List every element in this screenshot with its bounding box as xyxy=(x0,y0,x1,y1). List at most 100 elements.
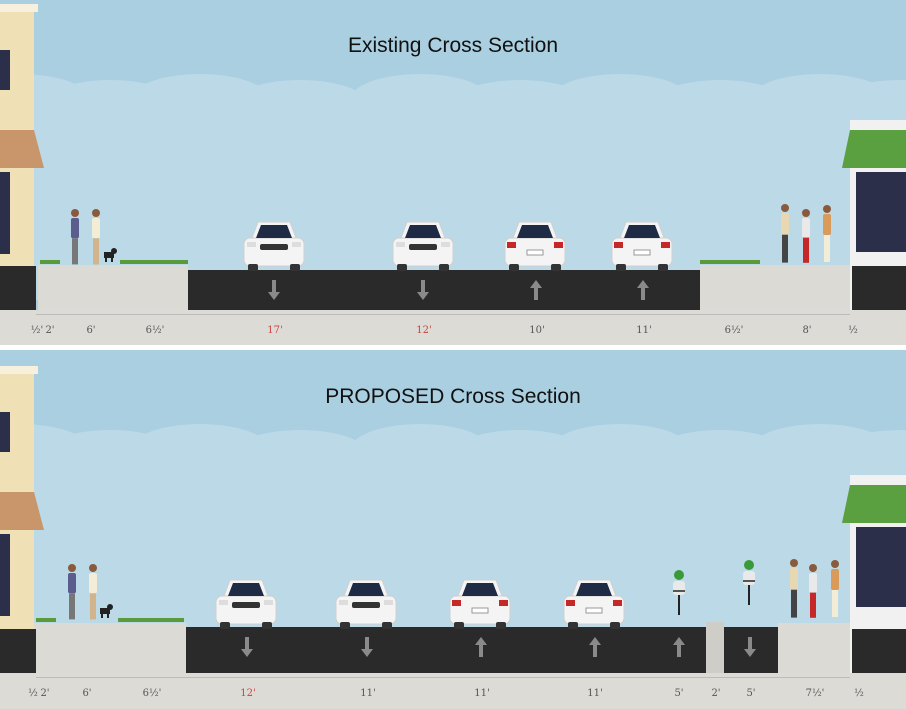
proposed-scene xyxy=(0,366,906,673)
pedestrian-icon xyxy=(781,204,789,263)
torso xyxy=(809,573,817,593)
car-front xyxy=(243,221,305,271)
legs xyxy=(832,590,838,617)
segment-width-label: 6½' xyxy=(724,325,744,336)
car-wheel xyxy=(610,622,620,629)
planter xyxy=(40,260,60,264)
ruler-ticks xyxy=(36,314,850,321)
car-headlight xyxy=(441,242,450,247)
planter xyxy=(120,260,188,264)
proposed-title: PROPOSED Cross Section xyxy=(325,385,581,408)
down-arrow-icon xyxy=(744,637,756,657)
segment-width-label: 5' xyxy=(746,688,756,699)
building-base xyxy=(0,629,36,673)
car-wheel xyxy=(262,622,272,629)
buffer xyxy=(706,622,724,673)
segment-width-label: 11' xyxy=(474,688,490,699)
torso xyxy=(71,218,79,239)
car-wheel xyxy=(397,264,407,271)
dog-icon xyxy=(100,604,113,618)
head xyxy=(68,564,76,572)
dog-body xyxy=(104,252,114,258)
car-windshield xyxy=(624,225,660,238)
car-headlight xyxy=(219,600,228,605)
car-windshield xyxy=(462,583,498,596)
car-taillight xyxy=(566,600,575,606)
segment-width-label: 8' xyxy=(802,325,812,336)
planter xyxy=(118,618,184,622)
dog-leg xyxy=(111,258,113,262)
car-headlight xyxy=(384,600,393,605)
segment-width-label: ½ xyxy=(848,325,858,336)
car-headlight xyxy=(247,242,256,247)
dog-icon xyxy=(104,248,117,262)
car-plate xyxy=(526,249,544,256)
segment-width-label: ½ xyxy=(854,688,864,699)
dog-body xyxy=(100,608,110,614)
awning xyxy=(0,492,44,530)
handlebar xyxy=(743,580,755,582)
right-sidewalk xyxy=(700,265,850,310)
car-rear xyxy=(449,579,511,629)
planter xyxy=(36,618,56,622)
car-wheel xyxy=(220,622,230,629)
car-taillight xyxy=(554,242,563,248)
car-front xyxy=(335,579,397,629)
car-taillight xyxy=(613,600,622,606)
car-wheel xyxy=(568,622,578,629)
car-grille xyxy=(352,602,380,608)
head xyxy=(802,209,810,217)
torso xyxy=(823,214,831,235)
torso xyxy=(802,218,810,238)
helmet xyxy=(744,560,754,570)
legs xyxy=(72,238,78,265)
right-sidewalk xyxy=(778,623,856,673)
pedestrian-icon xyxy=(831,560,839,617)
pedestrian-icon xyxy=(68,564,76,620)
down-arrow-icon xyxy=(361,637,373,657)
building-cornice xyxy=(0,4,38,12)
up-arrow-icon xyxy=(673,637,685,657)
existing-title: Existing Cross Section xyxy=(347,34,559,57)
up-arrow-icon xyxy=(637,280,649,300)
car-wheel xyxy=(290,264,300,271)
bike-wheel xyxy=(748,585,750,605)
head xyxy=(831,560,839,568)
car-plate xyxy=(633,249,651,256)
ruler-ticks xyxy=(36,677,850,684)
car-grille xyxy=(409,244,437,250)
dog-leg xyxy=(101,614,103,618)
handlebar xyxy=(673,590,685,592)
building-base xyxy=(0,266,36,310)
awning xyxy=(842,485,906,523)
legs xyxy=(782,234,788,263)
car-front xyxy=(392,221,454,271)
car-wheel xyxy=(496,622,506,629)
left-building xyxy=(0,366,44,673)
segment-width-label: 7½' xyxy=(805,688,825,699)
pedestrian-icon xyxy=(790,559,798,618)
left-sidewalk xyxy=(38,265,188,310)
existing-scene xyxy=(0,4,906,310)
car-wheel xyxy=(340,622,350,629)
legs xyxy=(93,238,99,265)
car-windshield xyxy=(228,583,264,596)
legs xyxy=(69,593,75,620)
segment-width-label: 6½' xyxy=(145,325,165,336)
building-base xyxy=(852,629,906,673)
right-building xyxy=(842,475,906,673)
car-wheel xyxy=(382,622,392,629)
car-rear xyxy=(563,579,625,629)
shop-window xyxy=(0,534,10,616)
car-wheel xyxy=(248,264,258,271)
legs xyxy=(791,589,797,618)
dog-leg xyxy=(107,614,109,618)
head xyxy=(89,564,97,572)
shop-window xyxy=(856,172,906,252)
head xyxy=(781,204,789,212)
segment-width-label: 11' xyxy=(360,688,376,699)
dog-head xyxy=(111,248,117,254)
car-windshield xyxy=(405,225,441,238)
clouds xyxy=(0,424,906,650)
